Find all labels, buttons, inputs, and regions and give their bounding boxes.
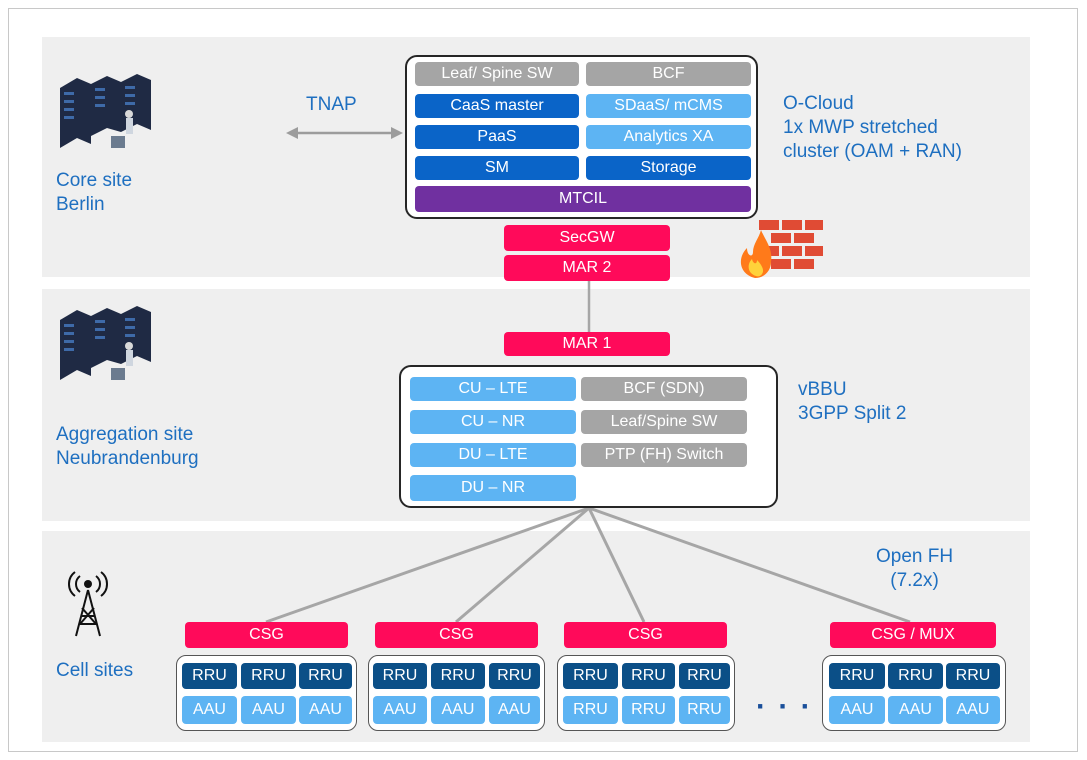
ocloud-note-line3: cluster (OAM + RAN) <box>783 141 962 162</box>
ocloud-bcf: BCF <box>586 62 751 86</box>
ocloud-sm: SM <box>415 156 579 180</box>
csg-box-1: CSG <box>185 622 348 648</box>
core-site-label: Core site Berlin <box>56 169 132 217</box>
ocloud-note-line2: 1x MWP stretched <box>783 117 938 138</box>
mar2-box: MAR 2 <box>504 255 670 281</box>
rru-unit: RRU <box>182 663 237 689</box>
cell-sites-label: Cell sites <box>56 660 134 681</box>
ocloud-caas: CaaS master <box>415 94 579 118</box>
aau-unit: AAU <box>431 696 485 724</box>
rru-unit: RRU <box>946 663 1000 689</box>
open-fh-line2: (7.2x) <box>890 570 939 591</box>
aau-unit: AAU <box>241 696 296 724</box>
aau-unit: AAU <box>182 696 237 724</box>
ellipsis: · · · <box>756 690 813 723</box>
open-fh-line1: Open FH <box>876 546 954 567</box>
rru-unit: RRU <box>622 663 675 689</box>
csg-mux-box: CSG / MUX <box>830 622 996 648</box>
secgw-box: SecGW <box>504 225 670 251</box>
server-rack-icon-aggregation <box>60 306 151 380</box>
aau-unit: AAU <box>373 696 427 724</box>
ocloud-storage: Storage <box>586 156 751 180</box>
rru-unit-light: RRU <box>563 696 618 724</box>
core-site-line2: Berlin <box>56 194 105 215</box>
ocloud-mtcil: MTCIL <box>415 186 751 212</box>
rru-unit: RRU <box>563 663 618 689</box>
rru-unit-light: RRU <box>622 696 675 724</box>
aau-unit: AAU <box>946 696 1000 724</box>
aau-unit: AAU <box>299 696 352 724</box>
vbbu-du-nr: DU – NR <box>410 475 576 501</box>
rru-unit: RRU <box>373 663 427 689</box>
vbbu-note-line2: 3GPP Split 2 <box>798 403 907 424</box>
open-fh-note: Open FH (7.2x) <box>876 545 953 593</box>
rru-unit: RRU <box>489 663 540 689</box>
rru-unit: RRU <box>431 663 485 689</box>
vbbu-cu-nr: CU – NR <box>410 410 576 434</box>
aau-unit: AAU <box>489 696 540 724</box>
vbbu-note: vBBU 3GPP Split 2 <box>798 378 906 426</box>
ocloud-note-line1: O-Cloud <box>783 93 854 114</box>
rru-unit: RRU <box>241 663 296 689</box>
aau-unit: AAU <box>829 696 885 724</box>
ocloud-note: O-Cloud 1x MWP stretched cluster (OAM + … <box>783 92 962 164</box>
ocloud-sdaas: SDaaS/ mCMS <box>586 94 751 118</box>
aggregation-site-line2: Neubrandenburg <box>56 448 199 469</box>
rru-unit: RRU <box>679 663 730 689</box>
vbbu-ptp-switch: PTP (FH) Switch <box>581 443 747 467</box>
aau-unit: AAU <box>888 696 943 724</box>
rru-unit-light: RRU <box>679 696 730 724</box>
csg-box-2: CSG <box>375 622 538 648</box>
csg-box-3: CSG <box>564 622 727 648</box>
ocloud-leaf-spine: Leaf/ Spine SW <box>415 62 579 86</box>
core-site-line1: Core site <box>56 170 133 191</box>
antenna-tower-icon <box>68 571 108 637</box>
aggregation-site-line1: Aggregation site <box>56 424 194 445</box>
vbbu-leaf-spine: Leaf/Spine SW <box>581 410 747 434</box>
rru-unit: RRU <box>299 663 352 689</box>
ocloud-analytics: Analytics XA <box>586 125 751 149</box>
vbbu-bcf-sdn: BCF (SDN) <box>581 377 747 401</box>
ocloud-paas: PaaS <box>415 125 579 149</box>
vbbu-note-line1: vBBU <box>798 379 847 400</box>
firewall-icon <box>740 220 823 278</box>
mar1-box: MAR 1 <box>504 332 670 356</box>
aggregation-site-label: Aggregation site Neubrandenburg <box>56 423 199 471</box>
rru-unit: RRU <box>829 663 885 689</box>
vbbu-du-lte: DU – LTE <box>410 443 576 467</box>
server-rack-icon-core <box>60 74 151 148</box>
rru-unit: RRU <box>888 663 943 689</box>
vbbu-cu-lte: CU – LTE <box>410 377 576 401</box>
tnap-label: TNAP <box>306 94 357 115</box>
